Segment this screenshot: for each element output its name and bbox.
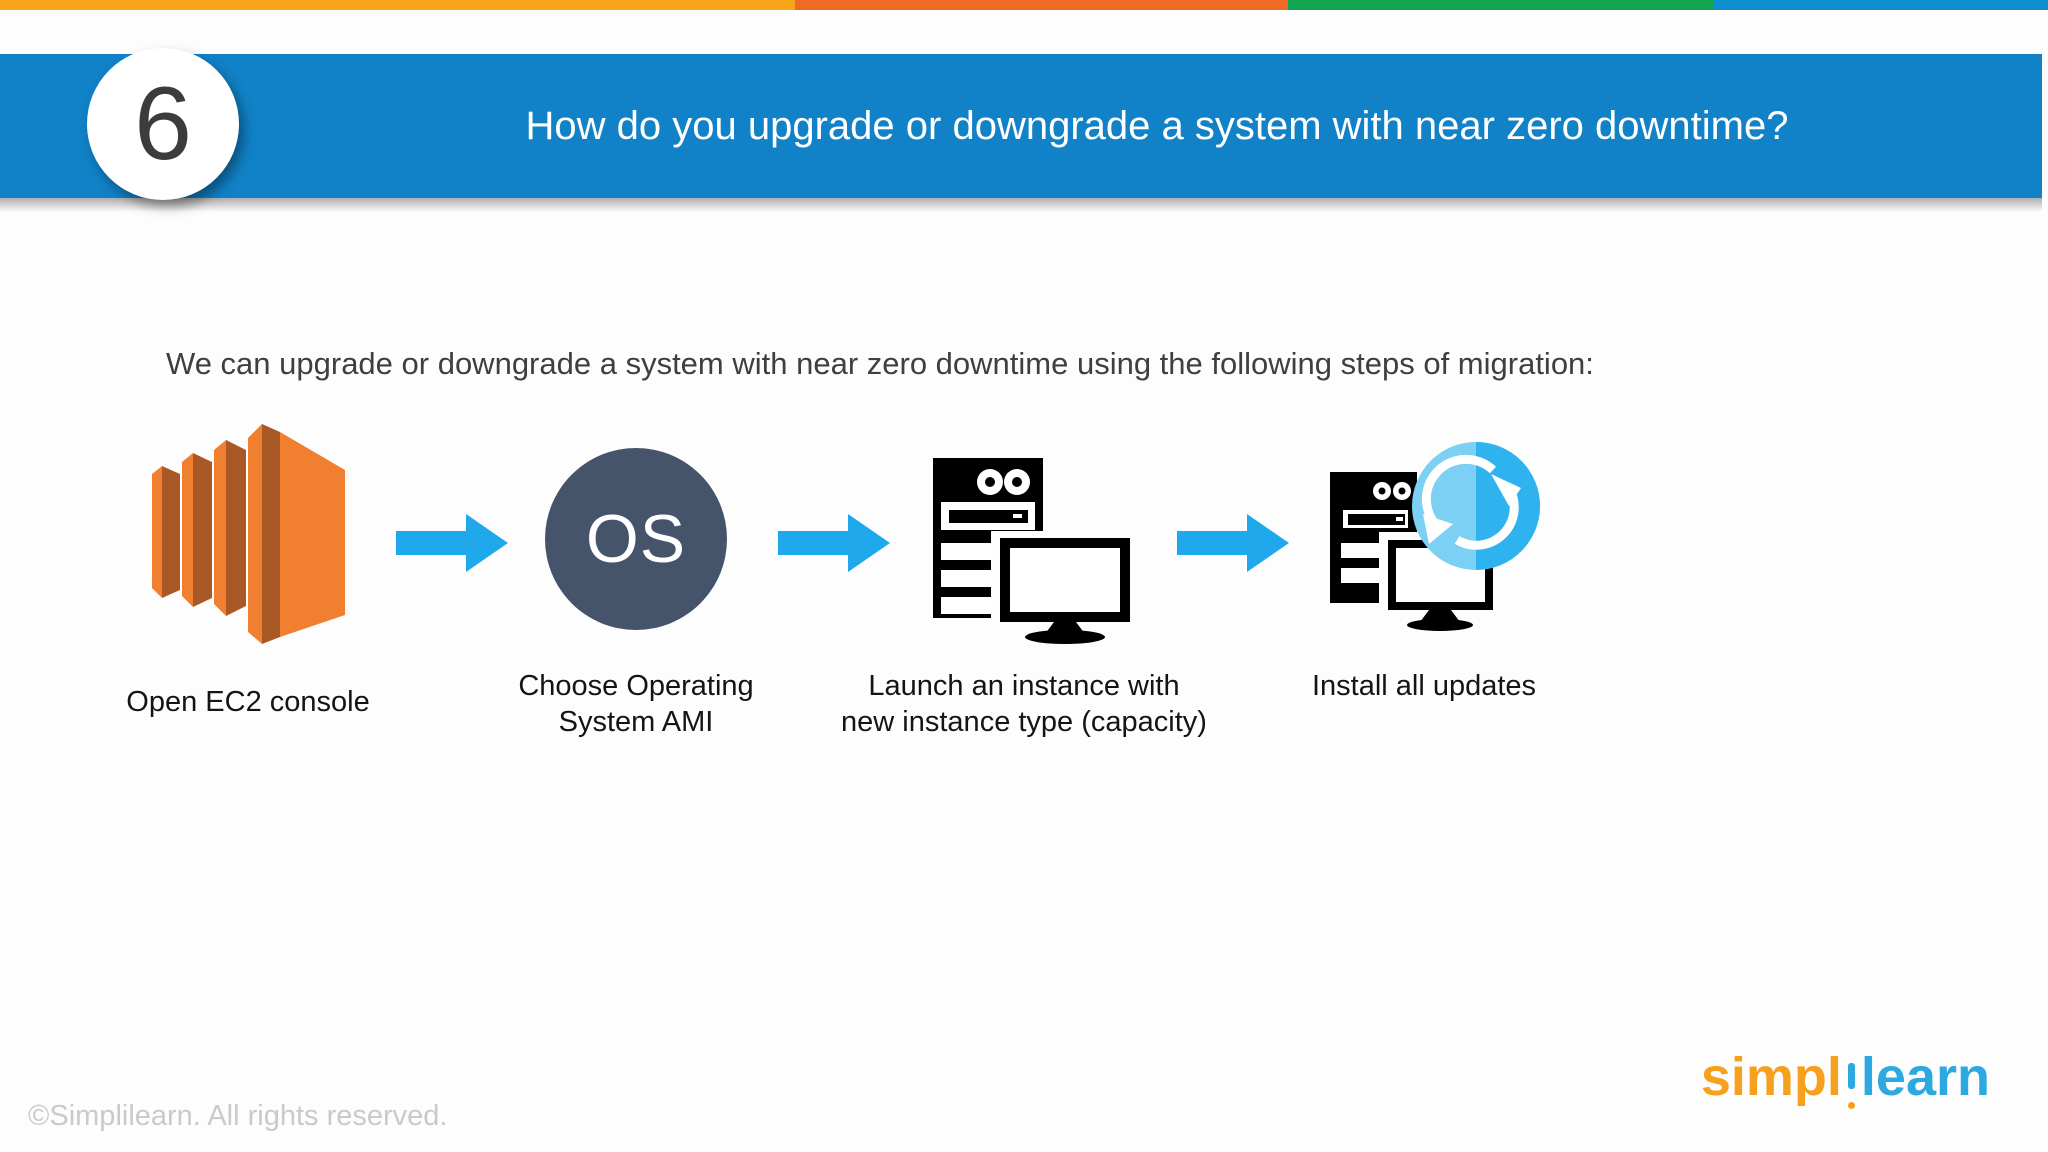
step-caption-1: Open EC2 console <box>126 686 370 718</box>
logo-text-simpl: simpl <box>1700 1047 1842 1107</box>
strip-segment-blue <box>1713 0 2048 10</box>
copyright-text: ©Simplilearn. All rights reserved. <box>28 1100 448 1132</box>
server-monitor-refresh-icon <box>1330 442 1540 631</box>
logo-i-stem <box>1847 1063 1855 1089</box>
step-caption-2: Choose Operating System AMI <box>518 670 754 738</box>
header-band: How do you upgrade or downgrade a system… <box>0 54 2042 198</box>
simplilearn-logo: simpl learn <box>1700 1046 1990 1109</box>
step-caption-4: Install all updates <box>1311 670 1537 702</box>
slide-title: How do you upgrade or downgrade a system… <box>525 103 1789 148</box>
strip-segment-green <box>1288 0 1713 10</box>
aws-ec2-icon <box>152 424 345 644</box>
step-number-badge: 6 <box>87 48 239 200</box>
header-band-shadow <box>0 198 2042 212</box>
flow-arrow-icon <box>778 514 890 572</box>
flow-arrow-icon <box>396 514 508 572</box>
logo-i-dot <box>1847 1102 1855 1109</box>
strip-segment-orange <box>795 0 1288 10</box>
logo-i-mark <box>1847 1057 1856 1109</box>
top-color-strip <box>0 0 2048 10</box>
server-monitor-icon <box>933 458 1137 645</box>
strip-segment-amber <box>0 0 795 10</box>
os-badge-label: OS <box>585 501 687 577</box>
os-ami-icon: OS <box>545 448 727 630</box>
intro-text: We can upgrade or downgrade a system wit… <box>166 346 1594 381</box>
step-caption-3: Launch an instance with new instance typ… <box>841 670 1207 738</box>
flow-arrow-icon <box>1177 514 1289 572</box>
logo-text-learn: learn <box>1860 1047 1990 1107</box>
step-number: 6 <box>134 66 192 182</box>
